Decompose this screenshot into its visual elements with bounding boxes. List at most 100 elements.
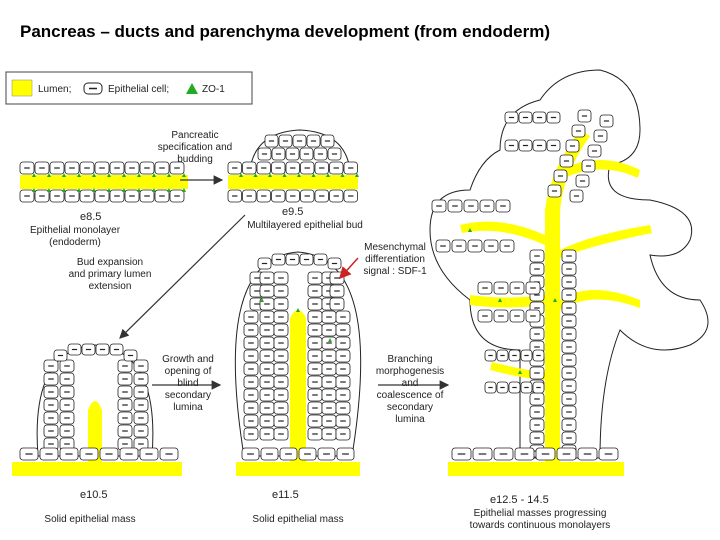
text-line: (endoderm)	[49, 237, 101, 248]
zo1-marker	[239, 173, 243, 177]
stage-e115-drawing	[234, 251, 362, 476]
legend-epithelial-label: Epithelial cell;	[108, 84, 169, 95]
e115-base-lumen	[236, 462, 360, 476]
stage-e115-label: e11.5	[272, 489, 299, 501]
zo1-marker	[340, 173, 345, 177]
zo1-marker	[328, 338, 332, 342]
text-line: Solid epithelial mass	[252, 514, 343, 525]
text-line: coalescence of	[377, 390, 444, 401]
e125-main-lumen	[545, 130, 590, 462]
text-line: differentiation	[365, 254, 425, 265]
text-line: Epithelial monolayer	[30, 225, 121, 236]
zo1-marker	[77, 173, 81, 177]
slide-title: Pancreas – ducts and parenchyma developm…	[20, 22, 550, 41]
zo1-marker	[92, 173, 96, 177]
zo1-marker	[137, 188, 141, 192]
stage-e85-drawing	[19, 161, 188, 203]
stage-e105-drawing	[12, 343, 182, 476]
zo1-marker	[253, 173, 258, 177]
text-line: specification and	[158, 142, 233, 153]
zo1-marker	[62, 173, 66, 177]
zo1-marker	[122, 173, 126, 177]
stage-e85-description: Epithelial monolayer(endoderm)	[30, 225, 121, 248]
text-line: Pancreatic	[171, 130, 218, 141]
e115-lumen	[290, 310, 306, 462]
zo1-marker	[92, 188, 96, 192]
e95-lumen	[228, 175, 358, 189]
text-line: Epithelial masses progressing	[474, 508, 607, 519]
zo1-marker	[311, 173, 316, 177]
text-line: Bud expansion	[77, 257, 143, 268]
zo1-marker	[355, 173, 359, 177]
zo1-marker	[47, 188, 51, 192]
e105-base-lumen	[12, 462, 182, 476]
text-line: budding	[177, 154, 213, 165]
zo1-triangle-icon	[186, 83, 198, 94]
zo1-marker	[498, 298, 502, 302]
text-line: lumina	[395, 414, 425, 425]
e105-lumen	[88, 401, 102, 462]
text-line: secondary	[165, 390, 211, 401]
zo1-marker	[122, 188, 126, 192]
text-line: extension	[89, 281, 132, 292]
zo1-marker	[268, 173, 272, 177]
stage-e125-label: e12.5 - 14.5	[490, 494, 549, 506]
zo1-marker	[32, 188, 36, 192]
zo1-marker	[296, 308, 300, 312]
zo1-marker	[137, 173, 141, 177]
text-line: opening of	[165, 366, 212, 377]
text-line: and primary lumen	[69, 269, 152, 280]
text-line: Mesenchymal	[364, 242, 426, 253]
zo1-marker	[62, 188, 66, 192]
legend-lumen-label: Lumen;	[38, 84, 71, 95]
zo1-marker	[167, 173, 171, 177]
text-line: secondary	[387, 402, 433, 413]
text-line: and	[402, 378, 419, 389]
stage-e105-label: e10.5	[80, 489, 108, 501]
zo1-marker	[107, 173, 111, 177]
zo1-marker	[182, 188, 186, 192]
text-line: morphogenesis	[376, 366, 444, 377]
text-line: blind	[177, 378, 198, 389]
legend-zo1-label: ZO-1	[202, 84, 225, 95]
lumen-swatch	[11, 79, 33, 97]
stage-e95-drawing	[227, 129, 359, 203]
sdf1-arrow	[338, 257, 359, 280]
stage-e115-description: Solid epithelial mass	[252, 514, 343, 525]
stage-e85-label: e8.5	[80, 211, 101, 223]
text-line: Multilayered epithelial bud	[247, 220, 363, 231]
zo1-marker	[260, 298, 264, 302]
legend: Lumen; Epithelial cell; ZO-1	[5, 71, 253, 105]
text-line: Growth and	[162, 354, 214, 365]
zo1-marker	[152, 173, 156, 177]
e85-lumen	[20, 175, 188, 189]
zo1-marker	[152, 188, 156, 192]
stage-e95-label: e9.5	[282, 206, 303, 218]
zo1-marker	[107, 188, 111, 192]
zo1-marker	[297, 173, 301, 177]
zo1-marker	[167, 188, 171, 192]
text-line: signal : SDF-1	[363, 266, 427, 277]
stage-e95-description: Multilayered epithelial bud	[247, 220, 363, 231]
zo1-marker	[282, 173, 287, 177]
zo1-marker	[77, 188, 81, 192]
zo1-marker	[518, 370, 522, 374]
stage-e105-description: Solid epithelial mass	[44, 514, 135, 525]
zo1-marker	[326, 173, 330, 177]
zo1-marker	[47, 173, 51, 177]
text-line: Solid epithelial mass	[44, 514, 135, 525]
zo1-marker	[182, 173, 186, 177]
zo1-marker	[553, 298, 557, 302]
stage-e125-drawing	[429, 69, 709, 476]
text-line: lumina	[173, 402, 203, 413]
e125-base-lumen	[448, 462, 624, 476]
zo1-marker	[468, 228, 472, 232]
text-line: towards continuous monolayers	[470, 520, 611, 531]
